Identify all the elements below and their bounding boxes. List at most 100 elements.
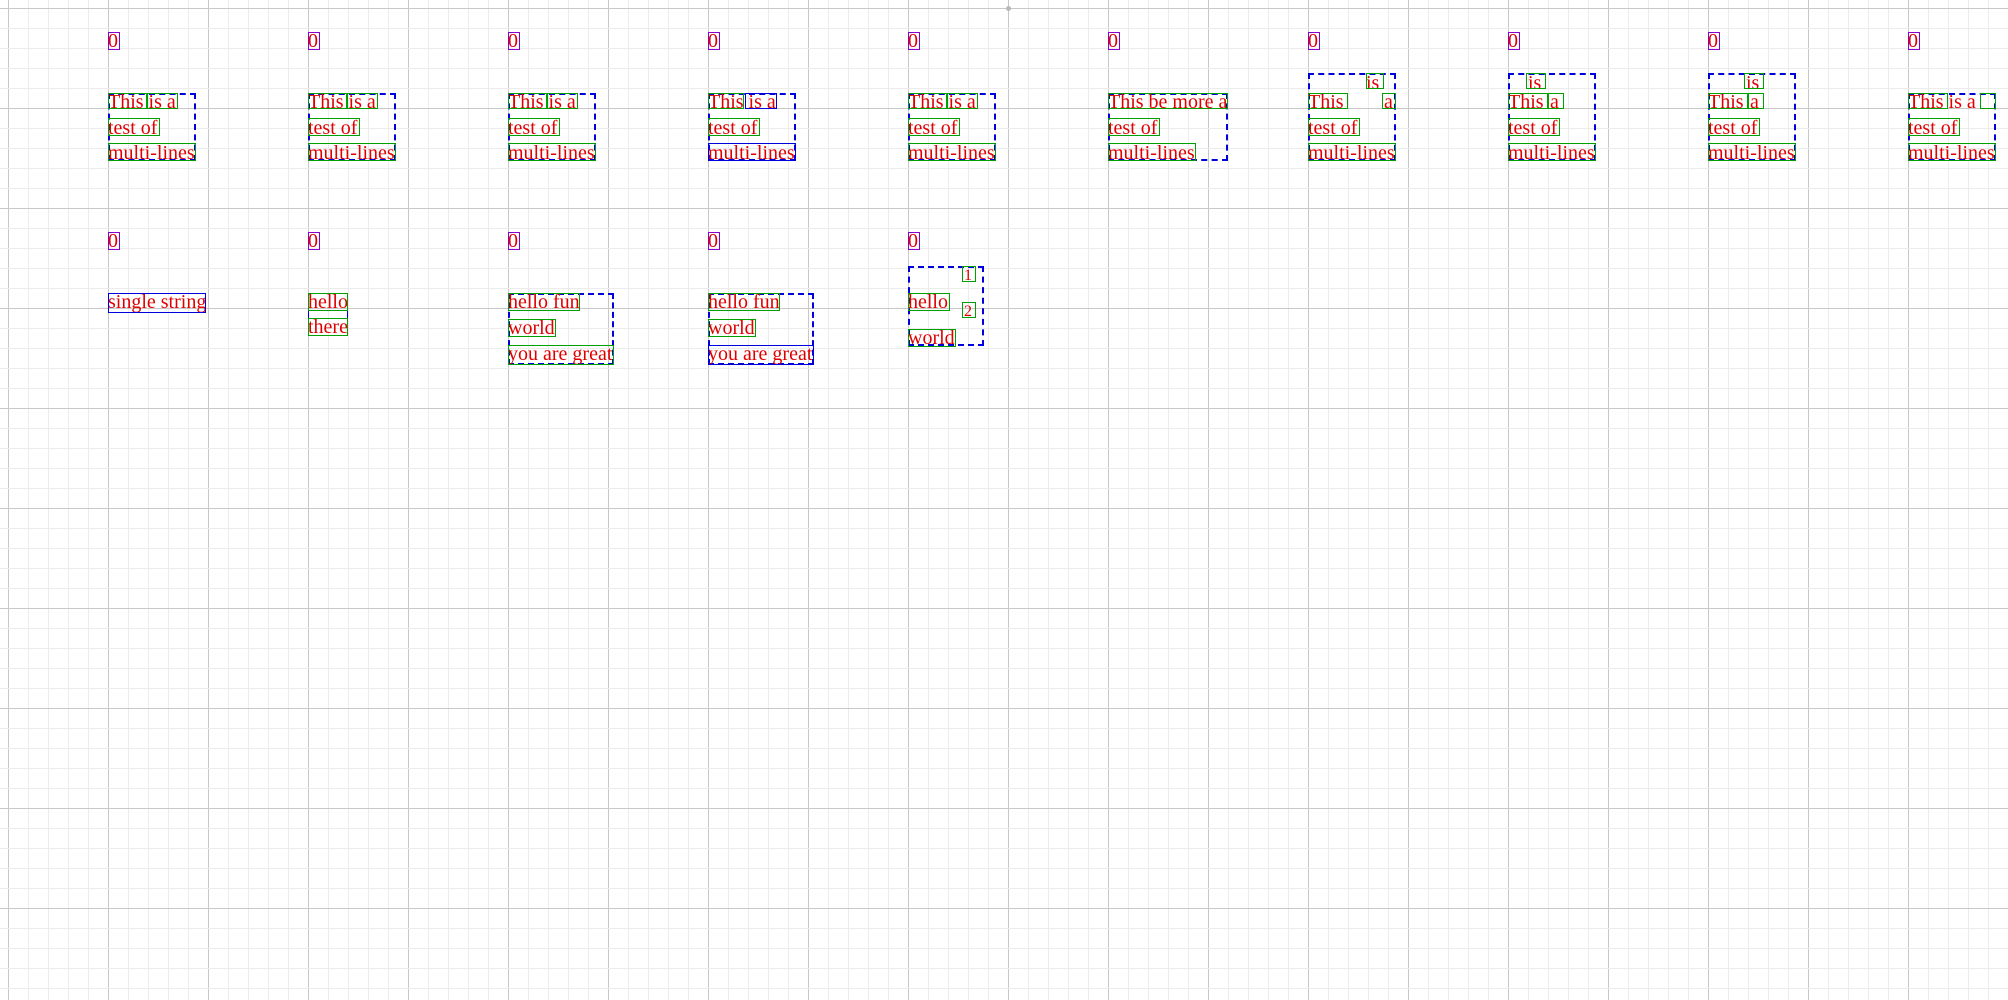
index-box <box>708 32 720 50</box>
index-box <box>108 32 120 50</box>
glyph-run-box <box>546 93 578 109</box>
glyph-run-box <box>745 93 777 109</box>
text-line: multi-lines <box>508 142 595 164</box>
text-line: hello fun <box>508 291 580 313</box>
canvas-handle-dot[interactable] <box>1006 6 1011 11</box>
glyph-run-box <box>946 93 978 109</box>
glyph-run-box <box>508 293 580 311</box>
glyph-run-box <box>908 293 950 311</box>
glyph-run-box <box>508 143 596 161</box>
text-line: multi-lines <box>108 142 195 164</box>
glyph-run-box <box>708 319 756 337</box>
text-line: This is a <box>1908 91 1976 113</box>
glyph-run-box <box>1108 118 1160 136</box>
index-label: 0 <box>908 30 918 52</box>
glyph-run-box <box>1108 143 1196 161</box>
glyph-run-box <box>1908 143 1996 161</box>
glyph-run-box <box>908 329 956 347</box>
text-line: This <box>1708 91 1744 113</box>
text-line: This is a <box>908 91 976 113</box>
text-line: hello <box>308 291 348 313</box>
glyph-run-box <box>908 93 948 109</box>
index-label: 0 <box>308 230 318 252</box>
index-label: 0 <box>1108 30 1118 52</box>
glyph-run-box <box>1548 93 1564 109</box>
glyph-run-box <box>1508 143 1596 161</box>
index-box <box>1908 32 1920 50</box>
index-label: 0 <box>508 30 518 52</box>
text-line: test of <box>1708 117 1758 139</box>
text-line: test of <box>1108 117 1158 139</box>
index-label: 0 <box>708 230 718 252</box>
glyph-run-box <box>708 118 760 136</box>
text-line: multi-lines <box>1108 142 1195 164</box>
glyph-run-box <box>108 143 196 161</box>
index-box <box>508 232 520 250</box>
glyph-run-box <box>1748 93 1764 109</box>
glyph-run-box <box>308 93 348 109</box>
glyph-run-box <box>1744 73 1764 89</box>
index-label: 0 <box>508 230 518 252</box>
glyph-run-box <box>508 93 548 109</box>
text-line: world <box>508 317 555 339</box>
text-line: multi-lines <box>1508 142 1595 164</box>
glyph-run-box <box>1708 118 1760 136</box>
glyph-run-box <box>308 118 360 136</box>
glyph-run-box <box>1708 143 1796 161</box>
text-line: world <box>708 317 755 339</box>
text-line: multi-lines <box>308 142 395 164</box>
glyph-run-box <box>308 318 348 336</box>
index-box <box>908 32 920 50</box>
glyph-run-box <box>1108 93 1228 109</box>
glyph-run-box <box>108 118 160 136</box>
index-box <box>308 32 320 50</box>
index-label: 0 <box>1908 30 1918 52</box>
text-line: multi-lines <box>1308 142 1395 164</box>
glyph-run-box <box>1308 93 1348 109</box>
text-line: multi-lines <box>1908 142 1995 164</box>
glyph-run-box <box>508 345 614 365</box>
glyph-run-box <box>708 93 744 109</box>
text-line: you are great <box>508 343 613 365</box>
text-line: you are great <box>708 343 813 365</box>
text-line: there <box>308 316 348 338</box>
glyph-run-box <box>508 319 556 337</box>
index-label: 0 <box>108 230 118 252</box>
glyph-run-box <box>1908 93 1948 109</box>
subscript-text: 2 <box>964 303 972 320</box>
text-line: This be more a <box>1108 91 1228 113</box>
index-box <box>508 32 520 50</box>
layout-bounds <box>908 266 984 346</box>
glyph-run-box <box>108 293 206 313</box>
glyph-run-box <box>508 118 560 136</box>
index-box <box>708 232 720 250</box>
text-line: test of <box>908 117 958 139</box>
text-line: test of <box>1908 117 1958 139</box>
superscript-text: 1 <box>964 267 972 284</box>
text-line: This <box>1308 91 1344 113</box>
text-line: a <box>1384 91 1393 113</box>
text-line: This is a <box>508 91 576 113</box>
text-line: test of <box>708 117 758 139</box>
glyph-run-box <box>1526 73 1546 89</box>
text-line: hello <box>908 291 948 313</box>
glyph-run-box <box>1980 93 1996 109</box>
glyph-run-box <box>1508 118 1560 136</box>
glyph-run-box <box>108 93 148 109</box>
index-box <box>1308 32 1320 50</box>
text-line: hello fun <box>708 291 780 313</box>
index-box <box>1108 32 1120 50</box>
text-line: This is a <box>108 91 176 113</box>
glyph-run-box <box>146 93 178 109</box>
glyph-run-box <box>1708 93 1748 109</box>
index-box <box>308 232 320 250</box>
glyph-run-box <box>308 143 396 161</box>
glyph-run-box <box>346 93 378 109</box>
index-label: 0 <box>1708 30 1718 52</box>
text-line: multi-lines <box>908 142 995 164</box>
text-line: test of <box>508 117 558 139</box>
index-box <box>1708 32 1720 50</box>
index-box <box>908 232 920 250</box>
